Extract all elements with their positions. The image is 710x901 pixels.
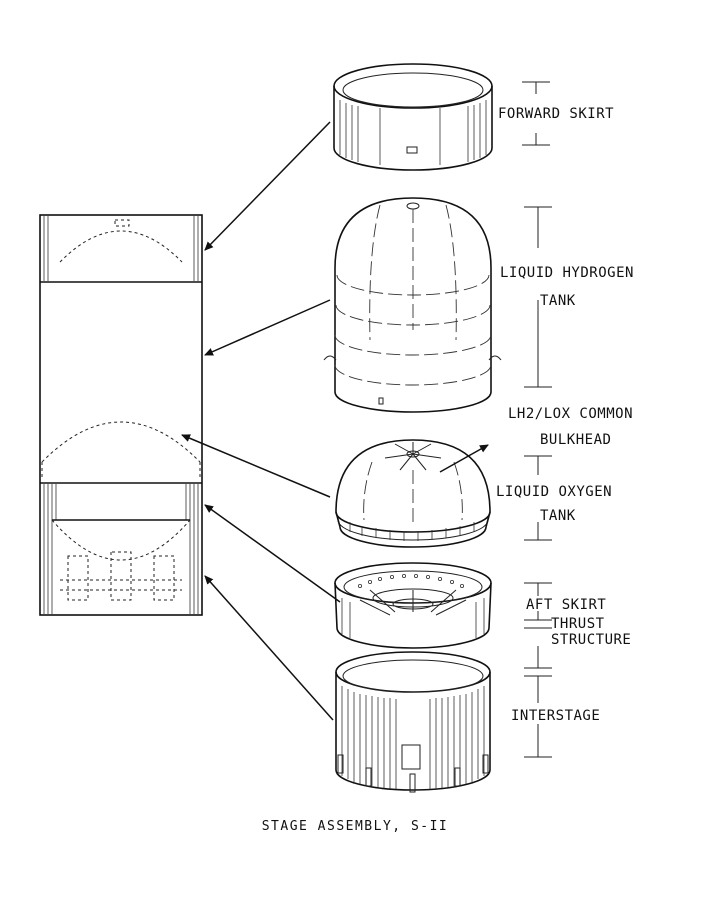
label-thrust-line1: THRUST	[551, 616, 605, 632]
label-thrust-line2: STRUCTURE	[551, 632, 631, 648]
label-interstage: INTERSTAGE	[511, 708, 600, 724]
aft-skirt-part	[334, 562, 492, 649]
label-lox-line2: TANK	[540, 508, 576, 524]
assembled-engines	[60, 551, 182, 601]
label-lh2-line2: TANK	[540, 293, 576, 309]
assembly-arrows	[181, 121, 489, 721]
label-aft-skirt: AFT SKIRT	[526, 597, 606, 613]
assembled-forward-skirt-hatch	[43, 216, 199, 281]
assembled-stage	[39, 214, 203, 616]
assembled-aft-hatch	[43, 484, 199, 614]
label-forward-skirt: FORWARD SKIRT	[498, 106, 614, 122]
interstage-part	[335, 651, 491, 793]
label-bulkhead-line2: BULKHEAD	[540, 432, 611, 448]
dimension-markers	[522, 81, 552, 758]
label-lh2-line1: LIQUID HYDROGEN	[500, 265, 634, 281]
assembled-lox-bottom	[51, 519, 191, 561]
label-bulkhead-line1: LH2/LOX COMMON	[508, 406, 633, 422]
assembled-common-bulkhead	[41, 421, 201, 463]
part-labels: FORWARD SKIRT LIQUID HYDROGEN TANK LH2/L…	[496, 106, 634, 724]
lox-tank-part	[335, 439, 491, 548]
lh2-tank-part	[323, 197, 502, 413]
assembled-top-dome	[59, 230, 183, 263]
forward-skirt-part	[333, 63, 493, 171]
diagram-caption: STAGE ASSEMBLY, S-II	[262, 819, 449, 834]
label-lox-line1: LIQUID OXYGEN	[496, 484, 612, 500]
